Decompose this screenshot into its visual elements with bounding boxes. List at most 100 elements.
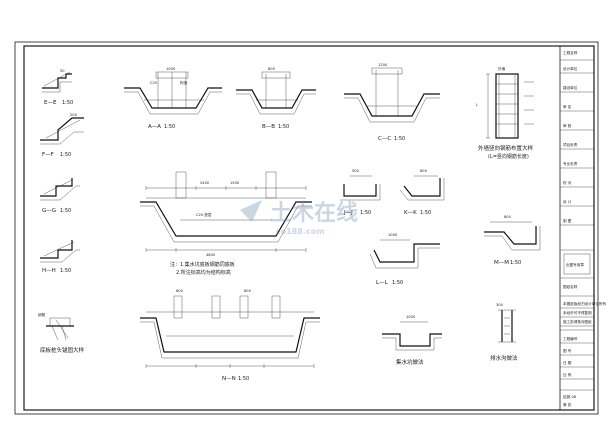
svg-text:1:50: 1:50 xyxy=(392,280,403,286)
section-c-detail: 1200 C—C 1:50 xyxy=(344,63,440,142)
tb-row-label: 本图纸版权归设计单位所有 xyxy=(563,301,607,306)
section-e-detail: 50 E—E 1:50 xyxy=(42,69,73,106)
tb-row-label: 专业负责 xyxy=(563,161,578,166)
section-m-detail: 800 M—M 1:50 xyxy=(484,215,541,266)
tb-row-label: 设计单位 xyxy=(563,66,578,71)
section-label: K—K xyxy=(404,210,417,216)
svg-text:1:50: 1:50 xyxy=(278,124,289,130)
wall-rebar-subcaption: (L=竖向钢筋长度) xyxy=(488,153,529,160)
section-f-detail: 200 F—F 1:50 xyxy=(40,113,84,158)
watermark: 土木在线 co188.com xyxy=(240,200,358,236)
section-label: G—G xyxy=(42,208,56,214)
svg-text:1000: 1000 xyxy=(406,315,416,319)
section-i-detail: 2400 1500 C20 垫层 4800 注：1.集水坑底板钢筋同底板 2.所… xyxy=(140,171,312,276)
tb-row-label: 工程编号 xyxy=(563,336,578,341)
section-label: F—F xyxy=(42,152,54,158)
section-label: H—H xyxy=(42,268,56,274)
svg-text:300: 300 xyxy=(496,303,504,307)
svg-text:1500: 1500 xyxy=(230,181,240,185)
svg-text:1000: 1000 xyxy=(388,233,398,237)
section-g-detail: G—G 1:50 xyxy=(40,178,80,214)
svg-text:1:50: 1:50 xyxy=(394,136,405,142)
tb-row-label: 比 例 xyxy=(563,372,572,377)
outer-border xyxy=(14,41,599,415)
svg-text:4800: 4800 xyxy=(206,253,216,257)
svg-text:600: 600 xyxy=(244,289,252,293)
section-j-detail: 500 J—J 1:50 xyxy=(340,169,381,216)
tb-row-label: 审 定 xyxy=(563,104,572,109)
watermark-url: co188.com xyxy=(276,227,325,236)
svg-text:1:50: 1:50 xyxy=(510,260,521,266)
section-n-detail: 600 600 N—N 1:50 xyxy=(140,289,320,382)
svg-text:50: 50 xyxy=(60,69,65,73)
svg-text:500: 500 xyxy=(352,169,360,173)
section-label: M—M xyxy=(494,260,509,266)
tb-row-label: 图 号 xyxy=(563,348,572,353)
section-label: E—E xyxy=(44,100,57,106)
svg-text:1:50: 1:50 xyxy=(60,268,71,274)
svg-text:1:50: 1:50 xyxy=(360,210,371,216)
section-label: N—N xyxy=(222,376,236,382)
section-b-detail: 800 B—B 1:50 xyxy=(236,67,316,130)
svg-text:1:50: 1:50 xyxy=(164,124,175,130)
section-label: B—B xyxy=(262,124,275,130)
note-line-2: 2.所注标高均为结构标高 xyxy=(176,269,231,276)
svg-text:钢筋: 钢筋 xyxy=(38,312,46,317)
svg-text:构造: 构造 xyxy=(180,80,188,85)
note-line-1: 注：1.集水坑底板钢筋同底板 xyxy=(170,261,235,268)
svg-text:C20 垫层: C20 垫层 xyxy=(196,212,212,217)
svg-text:C20: C20 xyxy=(150,81,158,85)
svg-text:1:50: 1:50 xyxy=(62,100,73,106)
svg-text:1:50: 1:50 xyxy=(238,376,249,382)
tb-stamp: 出图专用章 xyxy=(566,262,584,267)
svg-text:2400: 2400 xyxy=(200,181,210,185)
section-label: A—A xyxy=(148,124,161,130)
svg-text:600: 600 xyxy=(420,169,428,173)
sump-caption: 集水坑做法 xyxy=(396,358,424,366)
svg-text:外墙: 外墙 xyxy=(498,66,506,71)
wall-rebar-detail: L 外墙 外墙竖向钢筋布置大样 (L=竖向钢筋长度) xyxy=(476,66,534,160)
svg-text:1:50: 1:50 xyxy=(420,210,431,216)
drain-detail: 300 排水沟做法 xyxy=(490,303,518,362)
section-a-detail: 1000 C20 构造 A—A 1:50 xyxy=(124,67,222,130)
wall-rebar-caption: 外墙竖向钢筋布置大样 xyxy=(478,144,534,152)
tb-row-label: 施工前请核对图纸 xyxy=(563,319,592,324)
svg-text:800: 800 xyxy=(268,67,276,71)
tb-row-label: 制 图 xyxy=(563,218,572,223)
tb-row-label: 审 核 xyxy=(563,123,572,128)
watermark-text: 土木在线 xyxy=(270,200,358,226)
tb-row-label: 项目负责 xyxy=(563,142,578,147)
tb-row-label: 设 计 xyxy=(563,199,572,204)
svg-text:1000: 1000 xyxy=(166,67,176,71)
tb-drawing-title: 图纸名称 xyxy=(563,284,578,289)
svg-text:800: 800 xyxy=(504,215,512,219)
tb-sheet: 第 张 xyxy=(563,402,572,407)
svg-text:1:50: 1:50 xyxy=(60,152,71,158)
section-k-detail: 600 K—K 1:50 xyxy=(399,169,445,216)
tb-drawing-no: 结施-08 xyxy=(563,394,577,399)
section-label: L—L xyxy=(376,280,389,286)
tb-row-label: 日 期 xyxy=(563,360,572,365)
tb-row-label: 校 对 xyxy=(563,180,572,185)
tb-row-label: 建设单位 xyxy=(563,85,578,90)
section-h-detail: H—H 1:50 xyxy=(40,240,80,274)
svg-text:1200: 1200 xyxy=(378,63,388,67)
svg-text:L: L xyxy=(476,103,478,107)
tb-row-label: 未经许可不得复制 xyxy=(563,310,592,315)
svg-text:600: 600 xyxy=(176,289,184,293)
svg-text:1:50: 1:50 xyxy=(60,208,71,214)
section-l-detail: 1000 L—L 1:50 xyxy=(369,233,440,286)
svg-text:200: 200 xyxy=(70,113,78,117)
section-label: J—J xyxy=(343,210,353,216)
pile-head-detail: 钢筋 底板桩头锚固大样 xyxy=(38,312,85,354)
section-label: C—C xyxy=(378,136,391,142)
pile-head-caption: 底板桩头锚固大样 xyxy=(40,346,85,354)
drain-caption: 排水沟做法 xyxy=(490,354,518,362)
sump-detail: 1000 集水坑做法 xyxy=(382,315,442,366)
tb-project-name: 工程名称 xyxy=(563,50,578,55)
